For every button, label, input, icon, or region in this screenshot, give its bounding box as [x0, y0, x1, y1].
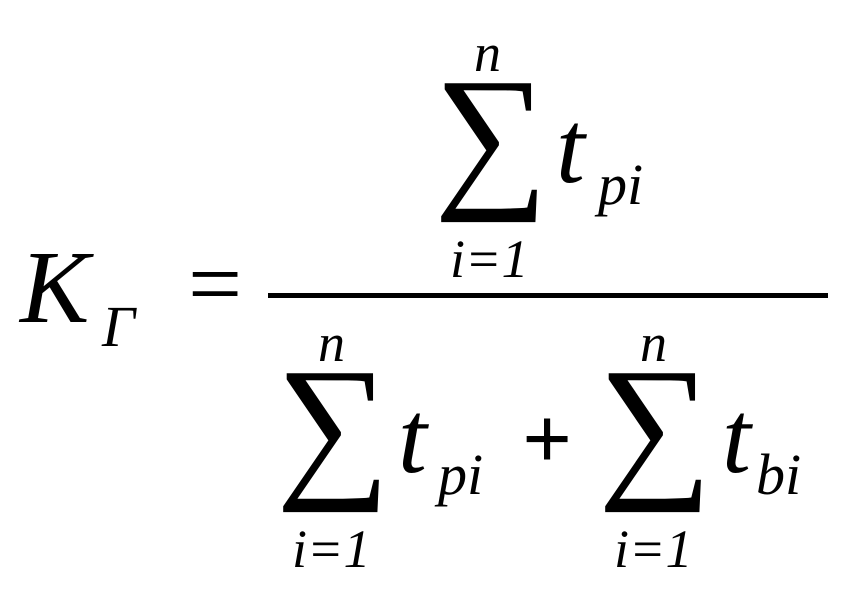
denominator-sum1-sigma-icon: ∑	[276, 335, 391, 513]
numerator-term-subscript: pi	[598, 152, 644, 217]
plus-sign: +	[522, 391, 573, 488]
denominator-sum2-term: t	[722, 380, 751, 495]
lhs-variable: K	[20, 230, 90, 345]
fraction-bar	[268, 293, 828, 298]
denominator-sum2-sigma-icon: ∑	[598, 335, 713, 513]
numerator-lower-limit: i=1	[450, 229, 529, 289]
denominator-sum2-term-subscript: bi	[756, 442, 802, 507]
denominator-sum1-lower-limit: i=1	[292, 519, 371, 579]
numerator-upper-limit: n	[474, 23, 501, 83]
lhs-subscript: Γ	[102, 294, 135, 359]
equals-sign: =	[188, 230, 243, 337]
denominator-sum2-upper-limit: n	[640, 313, 667, 373]
numerator-term: t	[556, 90, 585, 205]
denominator-sum1-term-subscript: pi	[438, 442, 484, 507]
denominator-sum2-lower-limit: i=1	[614, 519, 693, 579]
denominator-sum1-term: t	[398, 380, 427, 495]
denominator-sum1-upper-limit: n	[318, 313, 345, 373]
numerator-sigma-icon: ∑	[434, 45, 549, 223]
